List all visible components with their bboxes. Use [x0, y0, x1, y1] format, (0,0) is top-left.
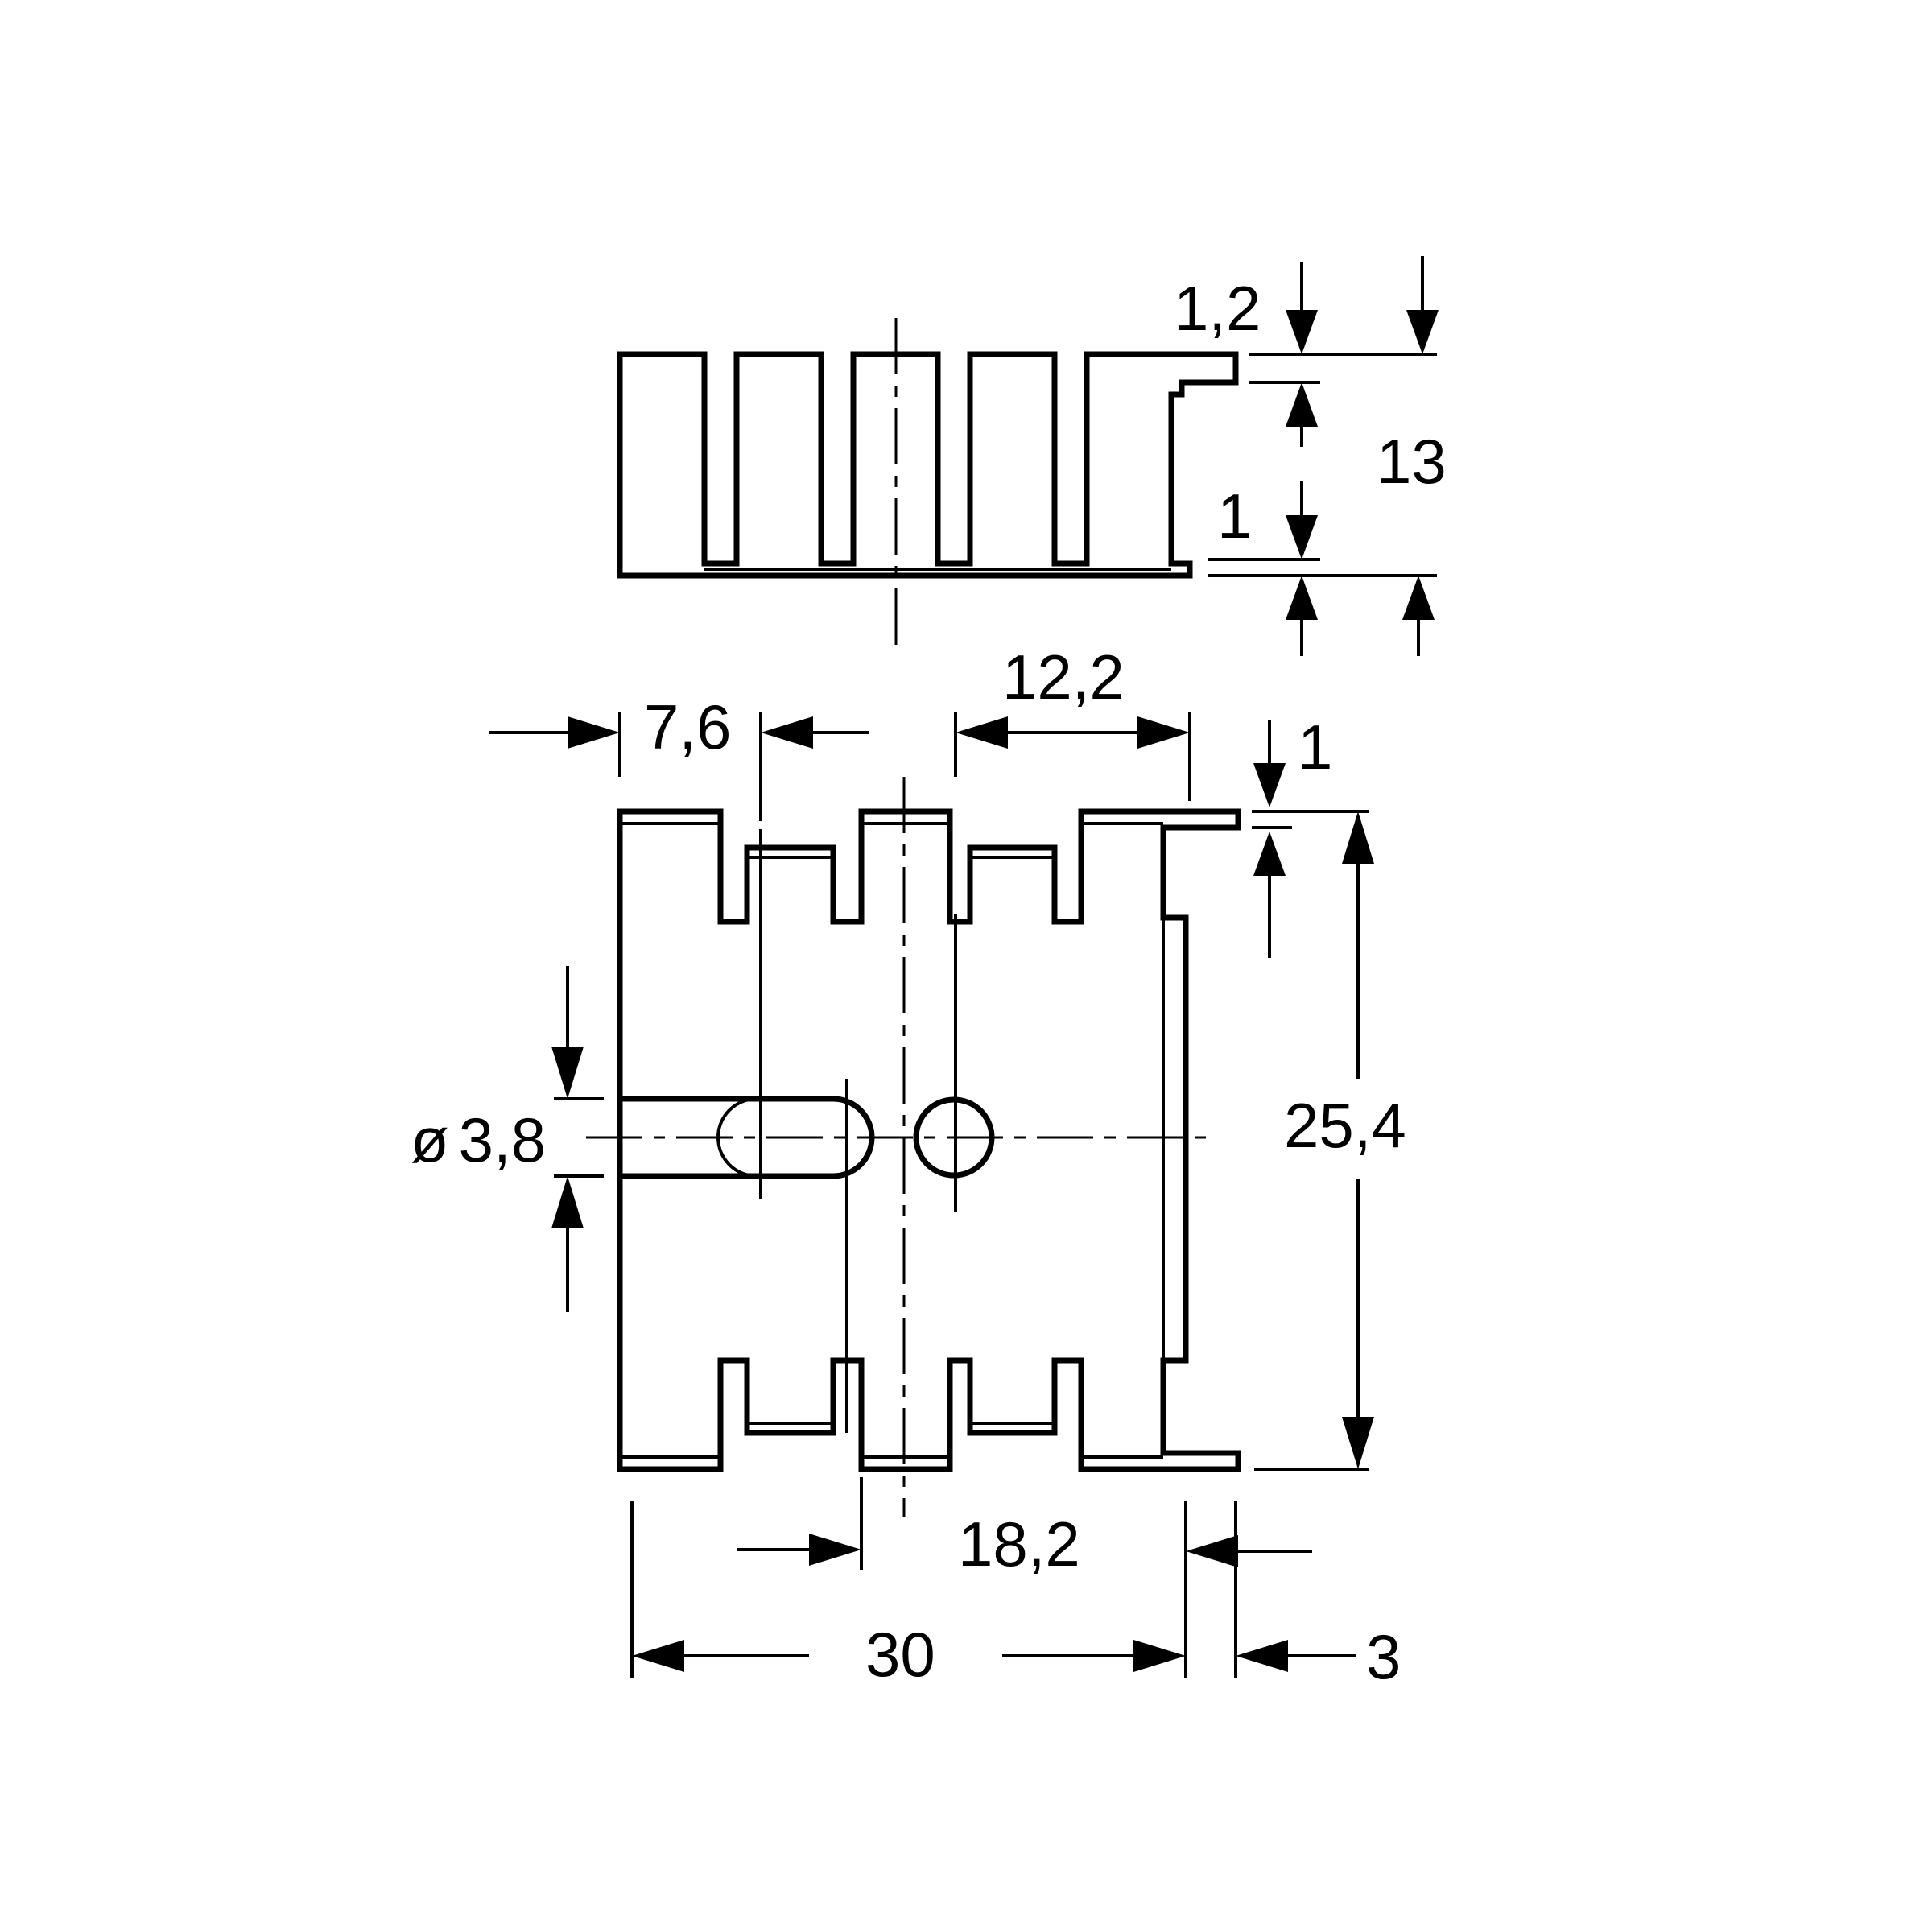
- tab-arrow-bottom: [1253, 832, 1286, 876]
- wall-arrow-top: [1286, 310, 1318, 354]
- diameter-symbol: ø: [411, 1104, 449, 1175]
- label-offset: 18,2: [958, 1509, 1080, 1579]
- wall-arrow-bottom: [1286, 382, 1318, 427]
- pitch-arrow-right: [761, 716, 813, 749]
- hole-diameter-value: 3,8: [459, 1104, 546, 1175]
- top-view-outline: [617, 808, 1241, 1472]
- diameter-arrow-bottom: [551, 1176, 584, 1228]
- height-arrow-bottom: [1402, 576, 1435, 620]
- height-arrow-top: [1406, 310, 1439, 354]
- base-arrow-top: [1286, 515, 1318, 559]
- width-arrow-left: [632, 1640, 684, 1672]
- tab-width-arrow: [1236, 1640, 1288, 1672]
- label-width: 30: [865, 1619, 935, 1690]
- label-length: 25,4: [1284, 1090, 1406, 1161]
- spacing-arrow-right: [1137, 716, 1190, 749]
- label-tab-thickness: 1: [1298, 712, 1332, 782]
- label-fin-pitch: 7,6: [644, 691, 731, 762]
- spacing-arrow-left: [956, 716, 1008, 749]
- offset-arrow-right: [1186, 1535, 1238, 1567]
- side-view: 13 1,2 1: [617, 256, 1447, 656]
- length-arrow-top: [1342, 811, 1374, 864]
- label-tab-width: 3: [1366, 1621, 1401, 1692]
- offset-arrow: [809, 1534, 861, 1566]
- width-arrow-right: [1133, 1640, 1186, 1672]
- base-arrow-bottom: [1286, 576, 1318, 620]
- label-wall-thickness: 1,2: [1174, 273, 1261, 344]
- label-slot-spacing: 12,2: [1002, 642, 1125, 712]
- diameter-arrow-top: [551, 1046, 584, 1099]
- pitch-arrow-left: [568, 716, 620, 749]
- side-view-outline: [617, 351, 1239, 579]
- label-base-thickness: 1: [1217, 481, 1252, 551]
- length-arrow-bottom: [1342, 1417, 1374, 1469]
- tab-arrow-top: [1253, 763, 1286, 807]
- label-height: 13: [1377, 426, 1447, 497]
